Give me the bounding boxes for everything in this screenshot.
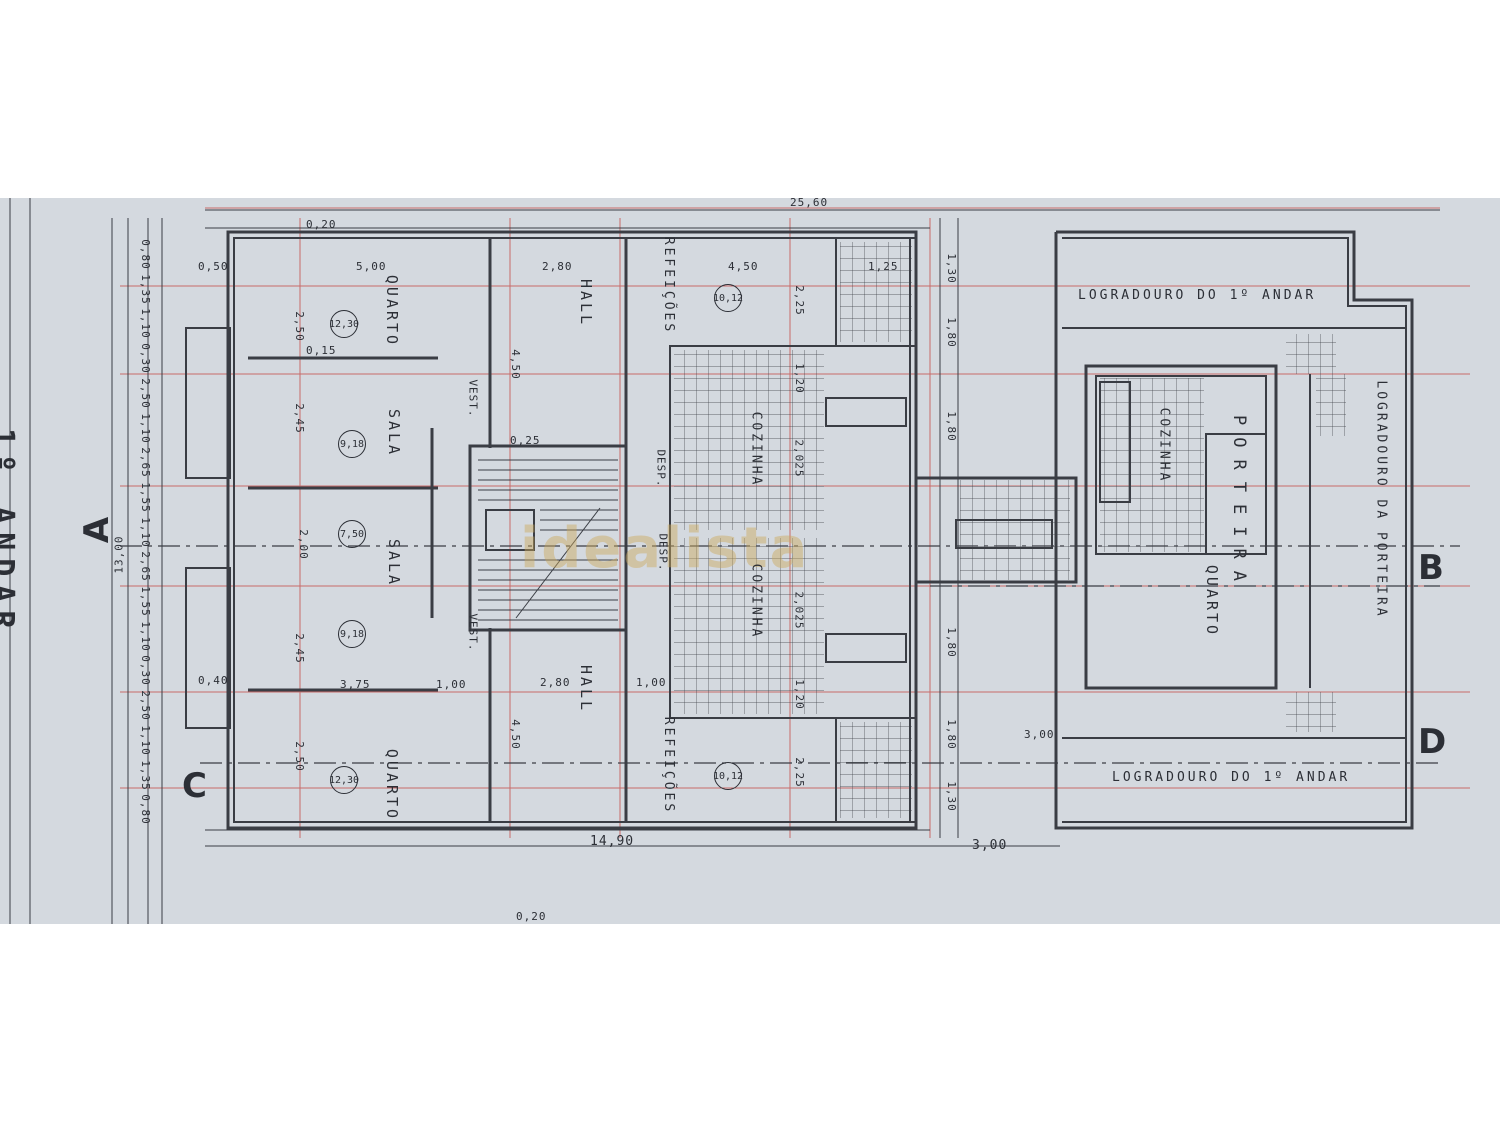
room-porteira: PORTEIRA [1228, 415, 1249, 593]
dim-250-top: 2,50 [292, 311, 306, 342]
dim-250-bottom: 2,50 [292, 741, 306, 772]
dim-280-top: 2,80 [542, 260, 573, 273]
label-logradouro-porteira: LOGRADOURO DA PORTEIRA [1373, 380, 1389, 619]
room-hall-bottom: HALL [577, 664, 596, 714]
left-dim-label: 1,10 [138, 725, 152, 756]
dim-overall-top: 25,60 [790, 196, 829, 209]
left-dim-label: 1,10 [138, 412, 152, 444]
dim-180-b: 1,80 [944, 411, 958, 442]
left-dim-label: 1,10 [138, 621, 152, 652]
left-dim-label: 1,35 [138, 273, 152, 305]
dim-2025-b: 2,025 [792, 591, 806, 630]
dim-280-bottom: 2,80 [540, 676, 571, 689]
dim-300: 3,00 [1024, 728, 1055, 741]
dim-040: 0,40 [198, 674, 229, 687]
label-logradouro-top: LOGRADOURO DO 1º ANDAR [1078, 288, 1317, 303]
left-dim-label: 2,50 [138, 690, 152, 721]
dim-245-b: 2,45 [292, 633, 306, 664]
dim-025: 0,25 [510, 434, 541, 447]
left-dim-label: 0,30 [138, 343, 152, 374]
left-dim-label: 1,10 [138, 516, 152, 548]
room-refeicoes-top: REFEIÇÕES [661, 236, 677, 335]
dim-375: 3,75 [340, 678, 371, 691]
left-dim-label: 1,55 [138, 586, 152, 617]
dim-180-c: 1,80 [944, 627, 958, 658]
room-refeicoes-bottom: REFEIÇÕES [661, 716, 677, 815]
left-dim-label: 1,35 [138, 759, 152, 791]
section-mark-c: C [182, 766, 207, 806]
dim-180-a: 1,80 [944, 317, 958, 348]
dim-overall-bottom-right: 3,00 [972, 838, 1008, 853]
area-sala-2-b: 9,18 [338, 620, 366, 648]
room-desp-bottom: DESP. [656, 533, 670, 572]
area-refeicoes-top: 10,12 [713, 284, 743, 312]
area-quarto-bottom: 12,30 [329, 766, 359, 794]
left-dim-label: 1,55 [138, 482, 152, 513]
room-sala-1: SALA [385, 408, 404, 458]
left-dim-label: 0,80 [138, 794, 152, 826]
dim-100-b: 1,00 [636, 676, 667, 689]
room-sala-2: SALA [385, 538, 404, 588]
room-hall-top: HALL [577, 278, 596, 328]
dim-015: 0,15 [306, 344, 337, 357]
dim-2025-a: 2,025 [792, 439, 806, 478]
dim-450-top: 4,50 [728, 260, 759, 273]
dim-120-a: 1,20 [792, 363, 806, 394]
dim-225-a: 2,25 [792, 285, 806, 316]
section-mark-b: B [1418, 548, 1444, 588]
dim-130-b: 1,30 [944, 781, 958, 812]
room-desp-top: DESP. [654, 449, 668, 488]
dim-500: 5,00 [356, 260, 387, 273]
left-dim-label: 2,65 [138, 551, 152, 583]
stair-treads [478, 459, 618, 621]
room-quarto-top: QUARTO [383, 274, 402, 348]
dim-overall-left: 13,00 [112, 535, 126, 574]
floor-title: 1º ANDAR [0, 428, 20, 637]
tiled-floors [674, 242, 1346, 818]
room-quarto-porteira: QUARTO [1203, 564, 1222, 638]
room-quarto-bottom: QUARTO [383, 748, 402, 822]
floor-plan-drawing [9, 198, 1470, 924]
building-walls [185, 230, 1414, 830]
watermark-logo: idealista [520, 516, 810, 581]
left-dim-label: 2,65 [138, 447, 152, 478]
area-quarto-top: 12,30 [329, 310, 359, 338]
left-dimension-chain: 0,80 1,35 1,10 0,30 2,50 1,10 2,65 1,55 1,10 2,65… [130, 239, 160, 832]
room-vest-bottom: VEST. [466, 613, 480, 652]
area-sala-1: 9,18 [338, 430, 366, 458]
dim-225-b: 2,25 [792, 757, 806, 788]
dim-450-c: 4,50 [508, 719, 522, 750]
section-mark-a: A [77, 516, 118, 544]
area-refeicoes-bottom: 10,12 [713, 762, 743, 790]
dim-overall-bottom-left: 14,90 [590, 834, 635, 849]
dim-125: 1,25 [868, 260, 899, 273]
section-lines [120, 545, 1460, 764]
room-cozinha-porteira: COZINHA [1156, 407, 1172, 484]
left-dim-label: 0,30 [138, 655, 152, 687]
label-logradouro-bottom: LOGRADOURO DO 1º ANDAR [1112, 770, 1351, 785]
room-cozinha-top: COZINHA [748, 411, 764, 488]
dim-050: 0,50 [198, 260, 229, 273]
dim-bottom-extra: 0,20 [516, 910, 547, 923]
dim-120-b: 1,20 [792, 679, 806, 710]
dim-180-d: 1,80 [944, 719, 958, 750]
room-vest-top: VEST. [466, 379, 480, 418]
plan-sheet: 1º ANDAR idealista A B C D 25,60 14,90 3… [0, 196, 1500, 924]
area-sala-2: 7,50 [338, 520, 366, 548]
dim-200: 2,00 [296, 529, 310, 560]
room-cozinha-bottom: COZINHA [748, 563, 764, 640]
dim-100-a: 1,00 [436, 678, 467, 691]
section-mark-d: D [1418, 722, 1447, 762]
left-dim-label: 1,10 [138, 308, 152, 340]
left-dim-label: 0,80 [138, 239, 152, 270]
dim-245-a: 2,45 [292, 403, 306, 434]
dim-130-a: 1,30 [944, 253, 958, 284]
dim-450-b: 4,50 [508, 349, 522, 380]
dimension-lines [9, 198, 1440, 924]
dim-020: 0,20 [306, 218, 337, 231]
left-dim-label: 2,50 [138, 378, 152, 409]
